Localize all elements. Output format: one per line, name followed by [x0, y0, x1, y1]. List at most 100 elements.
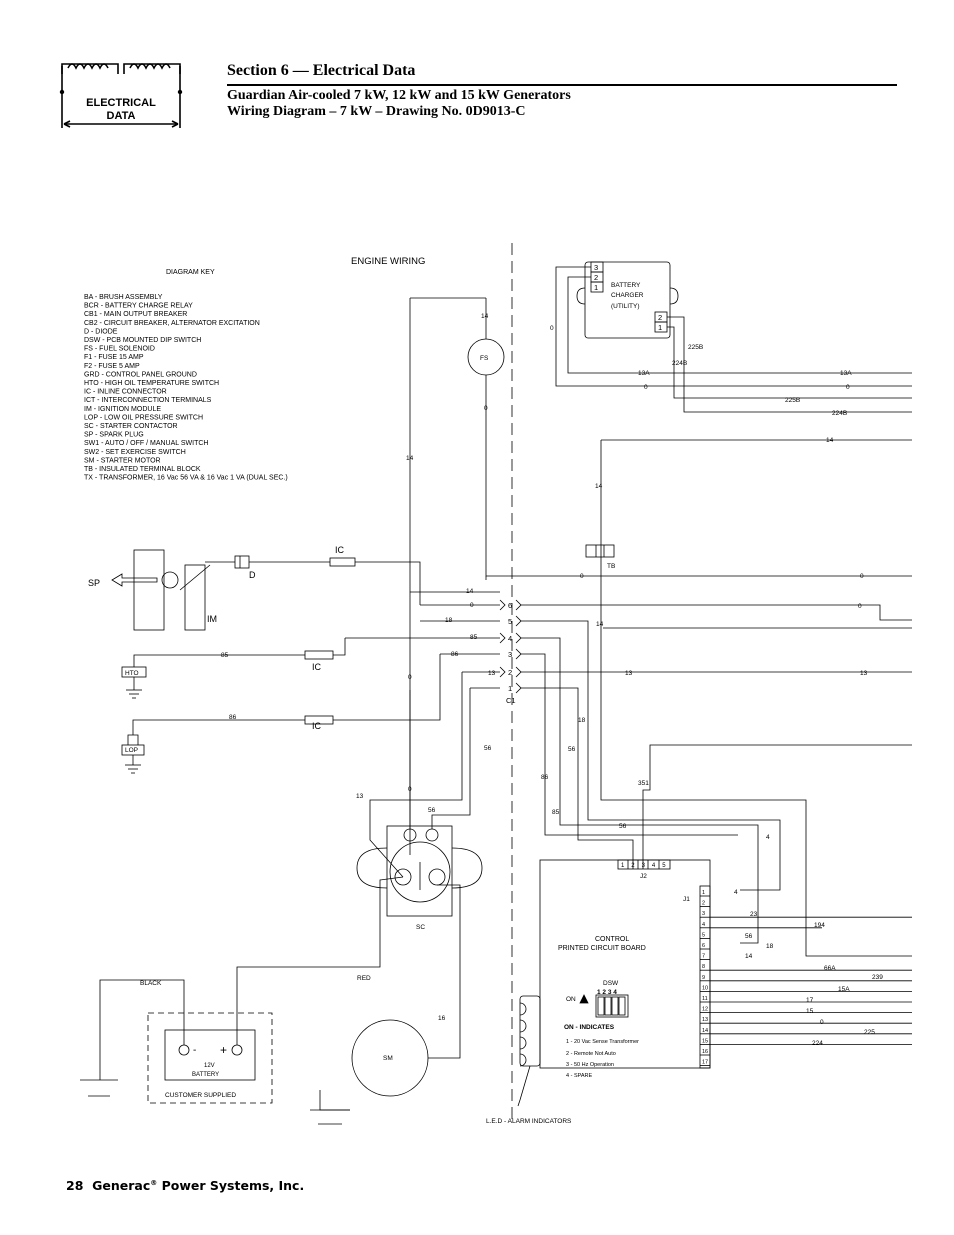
j1-pin: 11	[702, 996, 708, 1002]
dsw-opt-3: 3 - 50 Hz Operation	[566, 1062, 614, 1068]
charger-pin-3: 3	[594, 263, 598, 272]
logo-line1: ELECTRICAL	[86, 97, 156, 109]
diagram-key-item: DSW - PCB MOUNTED DIP SWITCH	[84, 337, 201, 344]
j2-pin: 5	[662, 863, 666, 869]
dsw-opt-2: 2 - Remote Not Auto	[566, 1051, 616, 1057]
wire-label: 15	[806, 1008, 814, 1015]
j1-pin: 7	[702, 954, 705, 960]
charger-rpin-1: 1	[658, 323, 662, 332]
wire-label: 13A	[638, 370, 650, 377]
diagram-key-item: GRD - CONTROL PANEL GROUND	[84, 371, 197, 378]
sm-label: SM	[383, 1055, 393, 1062]
j1-pin: 4	[702, 922, 705, 928]
header-rule	[227, 84, 897, 86]
sp-label: SP	[88, 578, 100, 588]
wire-label: 14	[481, 313, 489, 320]
wire-label: 13	[625, 670, 633, 677]
wire-label: 16	[438, 1015, 446, 1022]
charger-rpin-2: 2	[658, 313, 662, 322]
c1-pin-6: 6	[508, 601, 512, 610]
diagram-key-item: LOP - LOW OIL PRESSURE SWITCH	[84, 414, 203, 421]
diagram-key-item: SW2 - SET EXERCISE SWITCH	[84, 449, 186, 456]
wire-label: 0	[408, 674, 412, 681]
diagram-key-item: ICT - INTERCONNECTION TERMINALS	[84, 397, 212, 404]
page-number: 28	[66, 1178, 84, 1193]
diagram-key-item: IC - INLINE CONNECTOR	[84, 389, 167, 396]
wire-label: 0	[484, 405, 488, 412]
wire-label: 351	[638, 780, 649, 787]
wire-label: 15A	[838, 986, 850, 993]
diagram-key-item: SC - STARTER CONTACTOR	[84, 423, 178, 430]
c1-pin-4: 4	[508, 634, 512, 643]
wire-label: 13	[356, 793, 364, 800]
j1-pin: 12	[702, 1007, 708, 1013]
wire-label: 225B	[785, 397, 800, 404]
diagram-key-item: BA - BRUSH ASSEMBLY	[84, 294, 163, 301]
fs-label: FS	[480, 355, 489, 362]
red-wire: RED	[357, 975, 371, 982]
company-name: Generac	[92, 1178, 151, 1193]
wire-label: 86	[541, 774, 549, 781]
wire-label: 14	[595, 483, 603, 490]
wire-label: 0	[858, 603, 862, 610]
charger-label-1: BATTERY	[611, 282, 641, 289]
pcb-label-2: PRINTED CIRCUIT BOARD	[558, 945, 646, 952]
j1-pin: 17	[702, 1060, 708, 1066]
c1-pin-2: 2	[508, 668, 512, 677]
battery-12v: 12V	[204, 1063, 215, 1069]
diagram-key-item: F2 - FUSE 5 AMP	[84, 363, 140, 370]
wire-label: 56	[428, 807, 436, 814]
j1-pin: 5	[702, 932, 705, 938]
battery-minus: -	[193, 1045, 196, 1056]
wire-label: 13A	[840, 370, 852, 377]
wire-label: 194	[814, 922, 825, 929]
wire-label: 224	[812, 1040, 823, 1047]
wire-label: 56	[568, 746, 576, 753]
j1-pin: 6	[702, 943, 705, 949]
diagram-key-item: TB - INSULATED TERMINAL BLOCK	[84, 466, 201, 473]
wire-label: 18	[445, 617, 453, 624]
wire-label: 14	[406, 455, 414, 462]
j1-label: J1	[683, 896, 690, 903]
customer-supplied: CUSTOMER SUPPLIED	[165, 1092, 236, 1099]
dsw-pins: 1 2 3 4	[597, 989, 617, 996]
tb-label: TB	[607, 563, 615, 570]
wire-label: 0	[846, 384, 850, 391]
wire-label: 14	[596, 621, 604, 628]
j1-pin: 9	[702, 975, 705, 981]
wire-label: 23	[750, 911, 758, 918]
charger-label-3: (UTILITY)	[611, 303, 640, 310]
wire-label: 0	[820, 1019, 824, 1026]
charger-pin-1: 1	[594, 283, 598, 292]
diagram-key-item: SW1 - AUTO / OFF / MANUAL SWITCH	[84, 440, 208, 447]
wire-label: 14	[745, 953, 753, 960]
j1-pin: 15	[702, 1038, 708, 1044]
wire-label: 14	[466, 588, 474, 595]
diagram-key-item: HTO - HIGH OIL TEMPERATURE SWITCH	[84, 380, 219, 387]
registered-mark: ®	[150, 1178, 158, 1187]
c1-pin-1: 1	[508, 684, 512, 693]
diagram-key-item: BCR - BATTERY CHARGE RELAY	[84, 303, 193, 310]
wire-label: 66A	[824, 965, 836, 972]
j2-pin: 4	[652, 863, 656, 869]
wire-label: 0	[644, 384, 648, 391]
im-label: IM	[207, 614, 217, 624]
dsw-opt-1: 1 - 20 Vac Sense Transformer	[566, 1039, 639, 1045]
lop-label: LOP	[125, 747, 138, 754]
wire-label: 86	[229, 714, 237, 721]
c1-label: C1	[506, 696, 516, 705]
wire-label: 13	[860, 670, 868, 677]
j2-pin: 3	[642, 863, 646, 869]
header-subtitle: Guardian Air-cooled 7 kW, 12 kW and 15 k…	[227, 88, 571, 120]
wire-label: 56	[484, 745, 492, 752]
wire-label: 18	[578, 717, 586, 724]
subtitle-line: Guardian Air-cooled 7 kW, 12 kW and 15 k…	[227, 88, 571, 103]
section-title: Section 6 — Electrical Data	[227, 62, 416, 79]
j1-pin: 8	[702, 964, 705, 970]
wire-label: 239	[872, 974, 883, 981]
led-label: L.E.D - ALARM INDICATORS	[486, 1118, 572, 1125]
wire-label: 17	[806, 997, 814, 1004]
wire-label: 224B	[832, 410, 847, 417]
j1-pin: 3	[702, 911, 705, 917]
dsw-on: ON	[566, 996, 576, 1003]
